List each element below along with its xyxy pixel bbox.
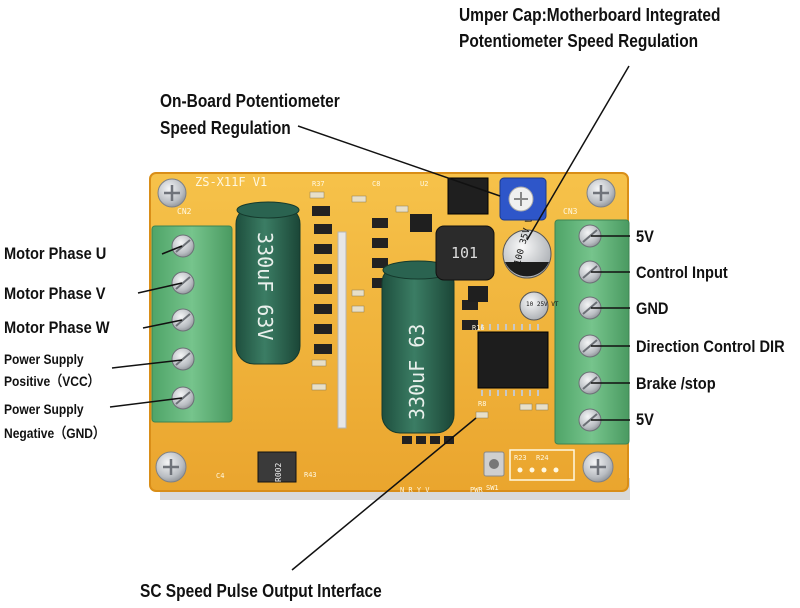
- small-capacitor-10uf: 10 25V VT: [519, 291, 559, 321]
- header-pads: [517, 467, 559, 473]
- power-negative-label-line1: Power Supply: [4, 401, 84, 417]
- shunt-resistor-r002: R002: [257, 451, 297, 483]
- mounting-screw-icon: [586, 178, 616, 208]
- onboard-pot-callout-line2: Speed Regulation: [160, 118, 291, 138]
- r43-label: R43: [304, 471, 317, 479]
- reset-switch: [483, 451, 505, 477]
- large-capacitor-2-label: 330uF 63: [405, 324, 429, 420]
- upper-cap-callout-line1: Umper Cap:Motherboard Integrated: [459, 5, 721, 25]
- blue-potentiometer: [499, 177, 547, 221]
- led-row-label: N R Y V: [400, 486, 430, 494]
- mounting-screw-icon: [582, 451, 614, 483]
- pwr-label: PWR: [470, 486, 483, 494]
- sc-output-callout: SC Speed Pulse Output Interface: [140, 581, 382, 601]
- motor-phase-u-label: Motor Phase U: [4, 244, 107, 263]
- r23-label: R23: [514, 454, 527, 462]
- power-positive-label-line1: Power Supply: [4, 351, 84, 367]
- large-capacitor-1-label: 330uF 63V: [253, 232, 277, 340]
- terminal-5v-top-label: 5V: [636, 227, 654, 246]
- r8-label: R8: [478, 400, 486, 408]
- regulator-chip: [447, 177, 489, 215]
- mosfet-row-right: [372, 218, 478, 330]
- heatsink-plate: [337, 231, 347, 429]
- r002-label: R002: [274, 463, 283, 482]
- mounting-screw-icon: [157, 178, 187, 208]
- cn2-label: CN2: [177, 207, 192, 216]
- motor-phase-w-label: Motor Phase W: [4, 318, 110, 337]
- inductor-label: 101: [451, 244, 478, 262]
- small-capacitor-10uf-label: 10 25V VT: [526, 301, 559, 308]
- sw1-label: SW1: [486, 484, 499, 492]
- power-positive-label-line2: Positive（VCC）: [4, 373, 100, 389]
- motor-phase-v-label: Motor Phase V: [4, 284, 106, 303]
- passive-components: [309, 191, 549, 419]
- upper-cap-callout-line2: Potentiometer Speed Regulation: [459, 31, 699, 51]
- power-negative-label-line2: Negative（GND）: [4, 425, 106, 441]
- terminal-brake-label: Brake /stop: [636, 374, 716, 393]
- controller-ic: [477, 324, 549, 396]
- header-outline: [509, 449, 575, 481]
- terminal-5v-bottom-label: 5V: [636, 410, 654, 429]
- large-capacitor-1: 330uF 63V: [235, 201, 301, 365]
- terminal-dir-label: Direction Control DIR: [636, 337, 785, 356]
- onboard-pot-callout-line1: On-Board Potentiometer: [160, 91, 340, 111]
- transistor: [468, 286, 488, 302]
- right-terminal-block: [554, 219, 630, 445]
- left-terminal-screws: [171, 234, 195, 410]
- mounting-screw-icon: [155, 451, 187, 483]
- c4-label: C4: [216, 472, 224, 480]
- c8-label: C8: [372, 180, 380, 188]
- terminal-control-input-label: Control Input: [636, 263, 728, 282]
- small-capacitor-100uf: 100 35V VT: [502, 211, 552, 279]
- r16-label: R16: [472, 324, 485, 332]
- inductor-101: 101: [435, 225, 495, 281]
- board-model-label: ZS-X11F V1: [195, 175, 267, 189]
- terminal-gnd-label: GND: [636, 299, 669, 318]
- u2-label: U2: [420, 180, 428, 188]
- r37-label: R37: [312, 180, 325, 188]
- transistor: [410, 214, 432, 232]
- right-terminal-screws: [578, 224, 602, 432]
- callout-lines: [109, 65, 630, 571]
- cn3-label: CN3: [563, 207, 578, 216]
- r24-label: R24: [536, 454, 549, 462]
- mosfet-row-left: [312, 206, 332, 354]
- large-capacitor-2: 330uF 63: [381, 260, 455, 434]
